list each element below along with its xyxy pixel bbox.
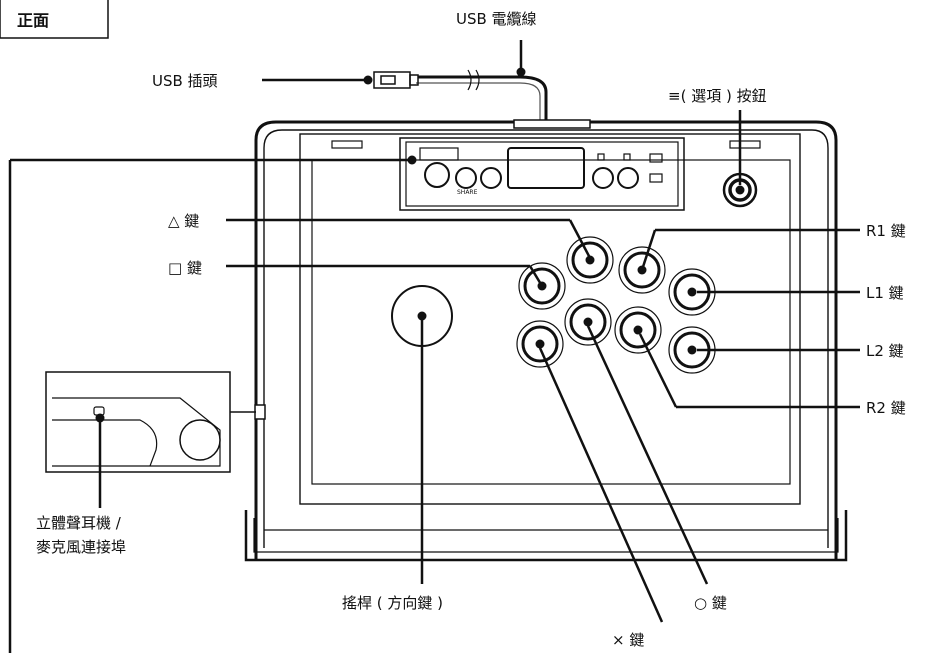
usb-cable — [416, 69, 548, 122]
triangle-button[interactable] — [566, 236, 614, 284]
joystick-label: 搖桿 ( 方向鍵 ) — [342, 594, 443, 612]
usb-plug-icon — [373, 71, 419, 89]
top-control-panel: SHARE — [399, 137, 685, 211]
ps-home-button[interactable] — [424, 162, 450, 188]
panel-button-left[interactable] — [592, 167, 614, 189]
callout-dots — [95, 67, 745, 423]
share-button[interactable] — [455, 167, 477, 189]
touchpad-button[interactable] — [480, 167, 502, 189]
headset-port-label-line2: 麥克風連接埠 — [36, 538, 126, 556]
l2-key-label: L2 鍵 — [866, 342, 904, 360]
r1-button[interactable] — [618, 246, 666, 294]
circle-key-label: ○ 鍵 — [694, 594, 727, 612]
callout-lines — [8, 40, 860, 653]
r1-key-label: R1 鍵 — [866, 222, 906, 240]
headset-port-inset — [45, 371, 256, 473]
r2-key-label: R2 鍵 — [866, 399, 906, 417]
circle-button[interactable] — [564, 298, 612, 346]
l1-key-label: L1 鍵 — [866, 284, 904, 302]
triangle-key-label: △ 鍵 — [168, 212, 199, 230]
cross-key-label: × 鍵 — [612, 631, 644, 649]
r2-button[interactable] — [614, 306, 662, 354]
options-button-label: ≡( 選項 ) 按鈕 — [668, 87, 767, 105]
usb-plug-label: USB 插頭 — [152, 72, 218, 90]
cross-button[interactable] — [516, 320, 564, 368]
headset-port-label-line1: 立體聲耳機 / — [36, 514, 122, 532]
page-tag-text: 正面 — [17, 11, 49, 30]
stick-body — [244, 119, 848, 562]
square-button[interactable] — [518, 262, 566, 310]
usb-cable-label: USB 電纜線 — [456, 10, 537, 28]
share-label: SHARE — [457, 189, 478, 196]
page-tag: 正面 — [0, 0, 109, 39]
panel-button-right[interactable] — [617, 167, 639, 189]
square-key-label: □ 鍵 — [168, 259, 202, 277]
